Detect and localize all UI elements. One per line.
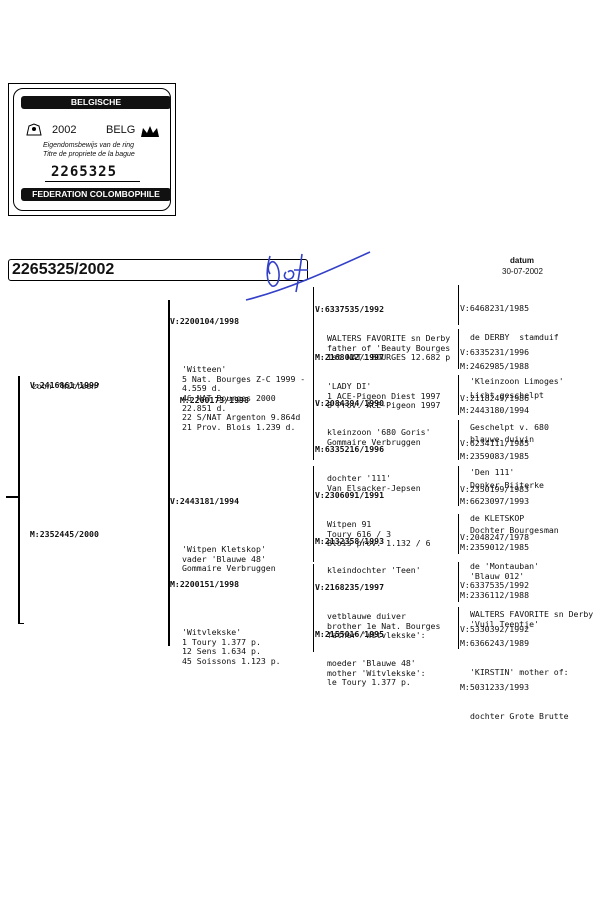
gen3-5: M:2132358/1993 kleindochter 'Teen' bbox=[315, 536, 421, 575]
card-country: BELG bbox=[106, 124, 136, 136]
card-banner-bottom: FEDERATION COLOMBOPHILE BELGE bbox=[21, 188, 171, 212]
card-owner-line1: Eigendomsbewijs van de ring bbox=[43, 142, 135, 149]
card-owner-line2: Titre de propriete de la bague bbox=[43, 151, 135, 158]
gen3-2: V:2084394/1990 kleinzoon '680 Goris'Gomm… bbox=[315, 398, 431, 447]
ds-ring: 2443181/1994 bbox=[179, 496, 240, 507]
card-banner-top: BELGISCHE DUIVENLIEFHEBBERSBOND bbox=[21, 96, 171, 120]
ds-entry: V:2443181/1994 'Witpen Kletskop'vader 'B… bbox=[170, 496, 276, 574]
gen4-6: V:6337535/1992 WALTERS FAVORITE sn Derby… bbox=[460, 580, 594, 677]
signature bbox=[236, 248, 376, 308]
gen4-3: V:6234111/1985 'Den 111' M:6623097/1993 … bbox=[460, 438, 559, 535]
pigeon-id: 2265325/2002 bbox=[12, 261, 115, 278]
card-border bbox=[13, 88, 171, 211]
dam-ring: 2352445/2000 bbox=[39, 528, 99, 539]
dam-label: M: bbox=[29, 528, 40, 539]
sire-label: V: bbox=[29, 379, 40, 390]
sire-ring: 2416861/1999 bbox=[39, 379, 99, 390]
gen4-1: V:6335231/1996 'Kleinzoon Limoges' M:244… bbox=[460, 347, 564, 444]
gen3-0: V:6337535/1992 WALTERS FAVORITE sn Derby… bbox=[315, 304, 451, 363]
sire-note: zoon 'Witteen' bbox=[32, 381, 102, 391]
gen4-7: V:5330392/1992 M:5031233/1993 dochter Gr… bbox=[460, 624, 569, 721]
sire-entry: V:2416861/1999 bbox=[20, 371, 99, 390]
lion-emblem-icon bbox=[25, 122, 43, 138]
dd-ring: 2200151/1998 bbox=[179, 579, 240, 590]
card-year: 2002 bbox=[52, 124, 77, 136]
gen3-1: M:2168012/1997 'LADY DI'1 ACE-Pigeon Die… bbox=[315, 352, 441, 411]
gen3-7: M:2155016/1995 moeder 'Blauwe 48'mother … bbox=[315, 629, 426, 688]
card-ring-number: 2265325 bbox=[51, 164, 118, 180]
crown-icon bbox=[139, 124, 161, 140]
ownership-card: BELGISCHE DUIVENLIEFHEBBERSBOND 2002 BEL… bbox=[8, 83, 176, 216]
ss-entry: V:2200104/1998 'Witteen'5 Nat. Bourges Z… bbox=[170, 316, 306, 432]
datum-value: 30-07-2002 bbox=[502, 267, 543, 276]
gen4-0: V:6468231/1985 de DERBY stamduif M:24629… bbox=[460, 303, 559, 400]
datum-label: datum bbox=[510, 256, 534, 265]
dam-entry: M:2352445/2000 bbox=[20, 520, 99, 539]
gen3-3: M:6335216/1996 dochter '111'Van Elsacker… bbox=[315, 444, 421, 493]
card-divider bbox=[45, 181, 140, 182]
gen4-4: V:2350199/1983 de KLETSKOP M:2359012/198… bbox=[460, 484, 530, 581]
gen4-5: V:2048247/1978 de 'Montauban' M:2336112/… bbox=[460, 532, 540, 629]
sd-ring: 2200173/1998 bbox=[189, 394, 249, 405]
sd-entry: M:2200173/1998 bbox=[179, 394, 249, 405]
ss-ring: 2200104/1998 bbox=[179, 316, 240, 327]
gen4-2: V:2118249/1986 Geschelpt v. 680 M:235908… bbox=[460, 393, 549, 490]
dd-entry: M:2200151/1998 'Witvlekske'1 Toury 1.377… bbox=[170, 579, 281, 666]
